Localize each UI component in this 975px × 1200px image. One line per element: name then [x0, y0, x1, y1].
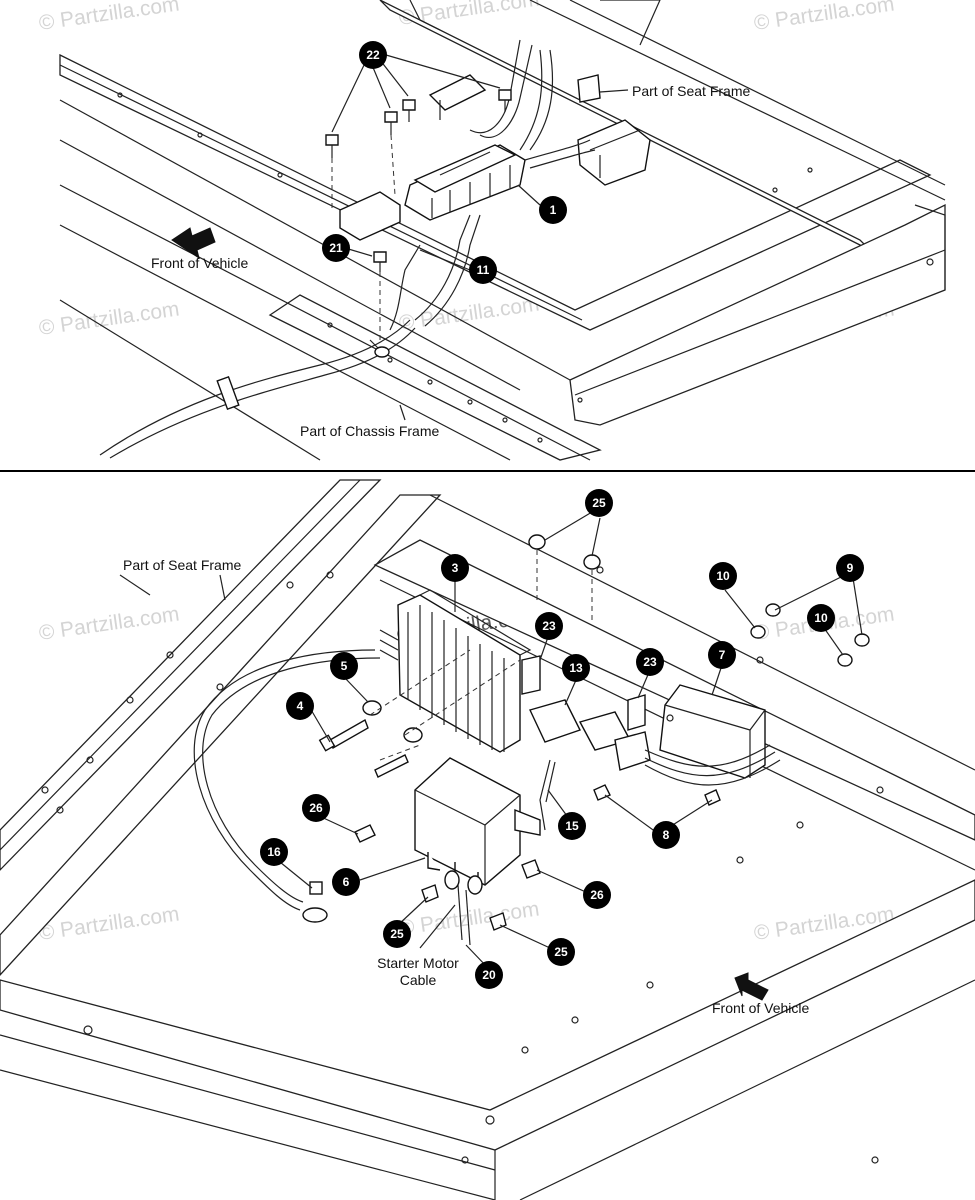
svg-text:23: 23 — [643, 655, 657, 669]
svg-text:26: 26 — [309, 801, 323, 815]
callout-23: 23 — [636, 648, 664, 676]
callout-20: 20 — [475, 961, 503, 989]
front-of-vehicle-arrow-top — [171, 227, 216, 260]
callout-21: 21 — [322, 234, 350, 262]
starter-relay — [414, 757, 541, 888]
svg-text:10: 10 — [814, 611, 828, 625]
callout-25: 25 — [383, 920, 411, 948]
svg-text:5: 5 — [341, 659, 348, 673]
callout-3: 3 — [441, 554, 469, 582]
svg-text:10: 10 — [716, 569, 730, 583]
callout-11: 11 — [469, 256, 497, 284]
svg-text:21: 21 — [329, 241, 343, 255]
svg-text:3: 3 — [452, 561, 459, 575]
watermark: © Partzilla.com — [37, 602, 180, 644]
svg-text:16: 16 — [267, 845, 281, 859]
svg-text:7: 7 — [719, 648, 726, 662]
chassis-frame-top — [59, 184, 602, 461]
fasteners-bottom — [309, 534, 870, 931]
front-of-vehicle-arrow-bottom — [734, 972, 769, 1001]
svg-text:11: 11 — [477, 263, 490, 277]
label-seat-frame-bottom: Part of Seat Frame — [123, 557, 241, 573]
label-chassis-frame: Part of Chassis Frame — [300, 423, 439, 439]
label-starter-cable-line1: Starter Motor — [377, 955, 459, 971]
watermark: © Partzilla.com — [397, 292, 540, 334]
callout-25: 25 — [585, 489, 613, 517]
callout-7: 7 — [708, 641, 736, 669]
cables-bottom — [193, 649, 556, 946]
top-diagram: © Partzilla.com © Partzilla.com © Partzi… — [37, 0, 946, 461]
svg-text:25: 25 — [592, 496, 606, 510]
callout-16: 16 — [260, 838, 288, 866]
callout-15: 15 — [558, 812, 586, 840]
callout-26: 26 — [583, 881, 611, 909]
watermark: © Partzilla.com — [37, 297, 180, 339]
callout-26: 26 — [302, 794, 330, 822]
svg-text:22: 22 — [366, 48, 380, 62]
svg-text:26: 26 — [590, 888, 604, 902]
svg-text:8: 8 — [663, 828, 670, 842]
label-front-of-vehicle-top: Front of Vehicle — [151, 255, 248, 271]
connector-and-module — [521, 655, 781, 786]
callout-25: 25 — [547, 938, 575, 966]
watermark: © Partzilla.com — [397, 0, 540, 30]
fasteners-top — [325, 89, 512, 340]
watermark: © Partzilla.com — [37, 0, 180, 35]
callout-5: 5 — [330, 652, 358, 680]
leader-lines-top — [331, 54, 629, 421]
callout-9: 9 — [836, 554, 864, 582]
svg-text:20: 20 — [482, 968, 496, 982]
svg-text:25: 25 — [390, 927, 404, 941]
label-starter-cable-line2: Cable — [400, 972, 437, 988]
label-front-of-vehicle-bottom: Front of Vehicle — [712, 1000, 809, 1016]
controller-module — [339, 74, 651, 241]
svg-text:13: 13 — [569, 661, 583, 675]
watermark: © Partzilla.com — [752, 0, 895, 35]
svg-text:25: 25 — [554, 945, 568, 959]
svg-text:9: 9 — [847, 561, 854, 575]
label-seat-frame-top: Part of Seat Frame — [632, 83, 750, 99]
top-diagram-panel: © Partzilla.com © Partzilla.com © Partzi… — [0, 0, 975, 470]
bottom-diagram-panel: © Partzilla.com © Partzilla.com © Partzi… — [0, 472, 975, 1200]
callout-23: 23 — [535, 612, 563, 640]
seat-frame-top — [59, 0, 946, 426]
svg-text:4: 4 — [297, 699, 304, 713]
svg-text:6: 6 — [343, 875, 350, 889]
callout-4: 4 — [286, 692, 314, 720]
svg-text:23: 23 — [542, 619, 556, 633]
callout-1: 1 — [539, 196, 567, 224]
callout-6: 6 — [332, 868, 360, 896]
svg-text:15: 15 — [565, 819, 579, 833]
svg-text:1: 1 — [550, 203, 557, 217]
wiring-harness — [99, 0, 596, 459]
bottom-diagram: © Partzilla.com © Partzilla.com © Partzi… — [0, 479, 975, 1200]
callout-22: 22 — [359, 41, 387, 69]
callout-10: 10 — [709, 562, 737, 590]
callout-13: 13 — [562, 654, 590, 682]
seat-frame-bottom — [0, 479, 975, 1200]
regulator-heatsink — [379, 589, 532, 753]
panel-divider — [0, 470, 975, 472]
callout-10: 10 — [807, 604, 835, 632]
callout-8: 8 — [652, 821, 680, 849]
